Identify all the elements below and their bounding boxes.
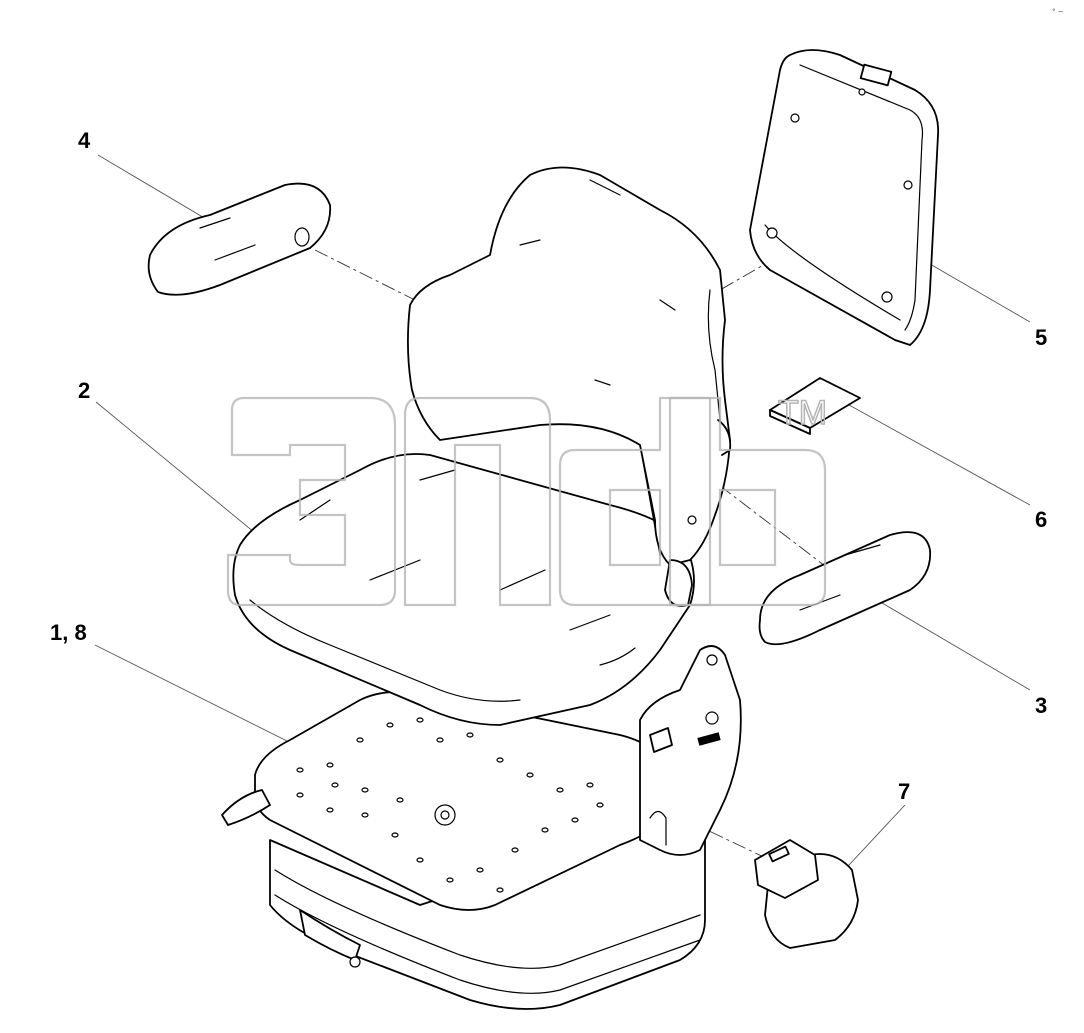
armrest-right-body — [758, 531, 932, 646]
cover-screw-5 — [858, 88, 866, 96]
armrest-left-mark-1 — [199, 217, 231, 229]
callout-2: 2 — [78, 378, 90, 403]
bracket-slot — [649, 810, 667, 846]
armrest-left-pivot — [294, 227, 310, 247]
watermark-glyph-1 — [226, 396, 397, 607]
backrest-edge — [707, 289, 721, 421]
watermark-logo: TM — [226, 393, 828, 607]
armrest-right-axis — [659, 439, 851, 586]
watermark-glyph-4 — [668, 396, 827, 607]
bracket-pivot — [706, 654, 718, 666]
bracket-label — [697, 732, 721, 746]
watermark-tm: TM — [778, 394, 827, 432]
suspension-seam-1 — [274, 869, 701, 969]
seat-base-suspension — [221, 645, 742, 1010]
bracket-clip — [649, 727, 673, 753]
cover-screw-4 — [881, 291, 893, 303]
label-plate-side — [769, 409, 811, 435]
callout-1-8: 1, 8 — [50, 620, 87, 645]
leader-6 — [839, 399, 1031, 506]
callout-4: 4 — [78, 128, 91, 153]
label-plate — [769, 377, 861, 435]
callout-3: 3 — [1035, 693, 1047, 718]
cushion-edge-seam — [249, 599, 521, 702]
side-lever-left — [221, 789, 271, 826]
buckle-slot — [768, 845, 790, 863]
cover-handle — [859, 63, 893, 87]
suspension-body — [269, 814, 706, 1010]
cover-screw-3 — [766, 227, 778, 239]
armrest-left — [147, 182, 332, 296]
corner-mark: ° ~ — [1052, 8, 1064, 16]
armrest-right-mark-1 — [844, 544, 881, 556]
lever-knob — [349, 956, 361, 968]
cushion-mark-3 — [499, 569, 546, 591]
armrest-right — [758, 531, 932, 646]
cover-inner-rim — [799, 64, 924, 331]
seat-cushion — [232, 453, 695, 726]
callout-7: 7 — [898, 779, 910, 804]
backrest-side-seam — [639, 444, 661, 556]
belt-buckle — [754, 839, 859, 949]
cover-screw-1 — [790, 113, 800, 123]
callout-labels: 4 2 1, 8 5 6 3 7 — [50, 128, 1047, 804]
armrest-left-mark-2 — [214, 244, 256, 261]
watermark-glyph-2 — [403, 396, 552, 607]
backrest-knob — [687, 515, 697, 525]
backrest-mark-2 — [589, 179, 621, 196]
backrest-cover — [749, 49, 939, 346]
suspension-seam-2 — [274, 894, 701, 994]
cover-screw-2 — [903, 180, 913, 190]
armrest-left-axis — [314, 249, 416, 301]
callout-6: 6 — [1035, 507, 1047, 532]
armrest-left-body — [147, 182, 332, 296]
leader-lines — [94, 154, 1031, 881]
cushion-body — [232, 453, 695, 726]
backrest-mark-3 — [594, 379, 611, 386]
callout-5: 5 — [1035, 325, 1047, 350]
leader-3 — [859, 589, 1031, 691]
bracket-logo — [705, 711, 719, 725]
backrest-mark-1 — [519, 239, 541, 246]
height-lever — [299, 909, 361, 961]
backrest-body — [407, 166, 731, 566]
backrest-mark-4 — [659, 299, 676, 311]
cushion-mark-4 — [419, 469, 456, 481]
center-mount-bolt — [440, 810, 450, 820]
cover-outer — [749, 49, 939, 346]
cushion-mark-5 — [569, 614, 611, 631]
belt-bracket — [639, 645, 742, 856]
cushion-mark-6 — [599, 647, 636, 666]
cushion-mark-1 — [299, 499, 331, 521]
plate-holes — [296, 717, 604, 893]
leader-1-8 — [94, 644, 316, 756]
